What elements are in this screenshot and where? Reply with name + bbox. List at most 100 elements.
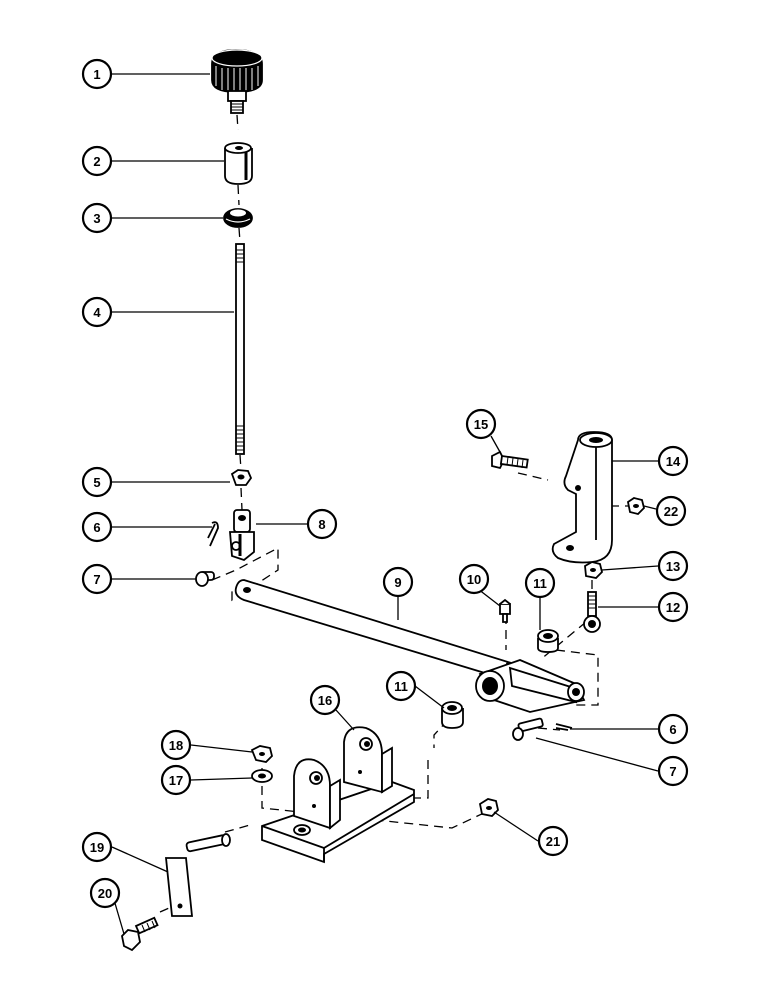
callout-label: 8 [318,517,325,532]
callout-circle [309,684,341,716]
callout-label: 3 [93,211,100,226]
rod-part [235,243,245,455]
callout-label: 10 [467,572,481,587]
callout-circle [81,145,113,177]
clevis-part [229,509,255,562]
callout-c21: 21 [537,825,569,857]
callout-c12: 12 [657,591,689,623]
base-bracket-part [261,726,415,864]
callout-circle [524,567,556,599]
washer-17-part [251,769,273,783]
callout-label: 2 [93,154,100,169]
callout-c13: 13 [657,550,689,582]
callout-c20: 20 [89,877,121,909]
callout-circle [81,466,113,498]
pin-upper-part [195,571,215,587]
callout-c17: 17 [160,764,192,796]
bolt-15-part [491,450,529,470]
callout-circle [81,296,113,328]
cotter-pin-upper-part [207,521,219,547]
callout-c4: 4 [81,296,113,328]
callout-circle [458,563,490,595]
callout-circle [89,877,121,909]
callout-circle [382,566,414,598]
washer-part [223,208,253,228]
bushing-upper-part [537,629,559,653]
callout-label: 15 [474,417,488,432]
parts [121,49,645,952]
callout-c2: 2 [81,145,113,177]
callout-circle [160,764,192,796]
pin-lower-part [512,717,544,741]
callout-label: 7 [669,764,676,779]
bracket-part [551,431,613,564]
bushing-lower-part [441,701,464,729]
callout-label: 21 [546,834,560,849]
bolt-20-part [121,916,159,952]
callout-label: 22 [664,504,678,519]
callout-c22: 22 [655,495,687,527]
callout-c10: 10 [458,563,490,595]
callout-label: 18 [169,738,183,753]
callout-c7a: 7 [81,563,113,595]
pivot-pin-part [165,833,231,917]
callout-label: 13 [666,559,680,574]
callout-circle [657,550,689,582]
nut-22-part [626,497,645,515]
callout-circle [81,58,113,90]
callout-circle [537,825,569,857]
leader-lines [111,73,659,935]
cotter-pin-lower-part [555,723,573,731]
callout-label: 19 [90,840,104,855]
callout-circle [81,831,113,863]
callout-label: 7 [93,572,100,587]
callout-c14: 14 [657,445,689,477]
callout-c7b: 7 [657,755,689,787]
callout-label: 14 [666,454,681,469]
callout-c11b: 11 [385,670,417,702]
callout-label: 12 [666,600,680,615]
nut-21-part [478,798,499,817]
callout-circle [81,511,113,543]
callout-label: 17 [169,773,183,788]
callout-c15: 15 [465,408,497,440]
callout-label: 1 [93,67,100,82]
callout-c6a: 6 [81,511,113,543]
callout-c5: 5 [81,466,113,498]
callout-circle [657,591,689,623]
callout-label: 20 [98,886,112,901]
knob-part [211,49,263,114]
callout-circle [81,563,113,595]
callout-circle [657,713,689,745]
nut-13-part [584,561,603,579]
callout-c11a: 11 [524,567,556,599]
eye-bolt-part [583,591,601,633]
callout-circle [306,508,338,540]
nut-part [230,469,253,486]
callout-c8: 8 [306,508,338,540]
callout-label: 5 [93,475,100,490]
callout-label: 11 [394,679,408,694]
nut-18-part [250,745,273,763]
callout-c18: 18 [160,729,192,761]
callout-c1: 1 [81,58,113,90]
callout-circle [385,670,417,702]
callout-c9: 9 [382,566,414,598]
callout-circle [657,755,689,787]
callout-label: 16 [318,693,332,708]
callout-label: 6 [93,520,100,535]
callout-circle [465,408,497,440]
callout-c19: 19 [81,831,113,863]
callout-c6b: 6 [657,713,689,745]
callout-c3: 3 [81,202,113,234]
grease-fitting-part [499,598,511,623]
callout-label: 4 [93,305,101,320]
lever-arm-part [234,579,512,682]
sleeve-part [224,142,253,185]
callout-label: 9 [394,575,401,590]
lever-hub-part [475,659,586,713]
callout-circle [655,495,687,527]
callout-circle [160,729,192,761]
